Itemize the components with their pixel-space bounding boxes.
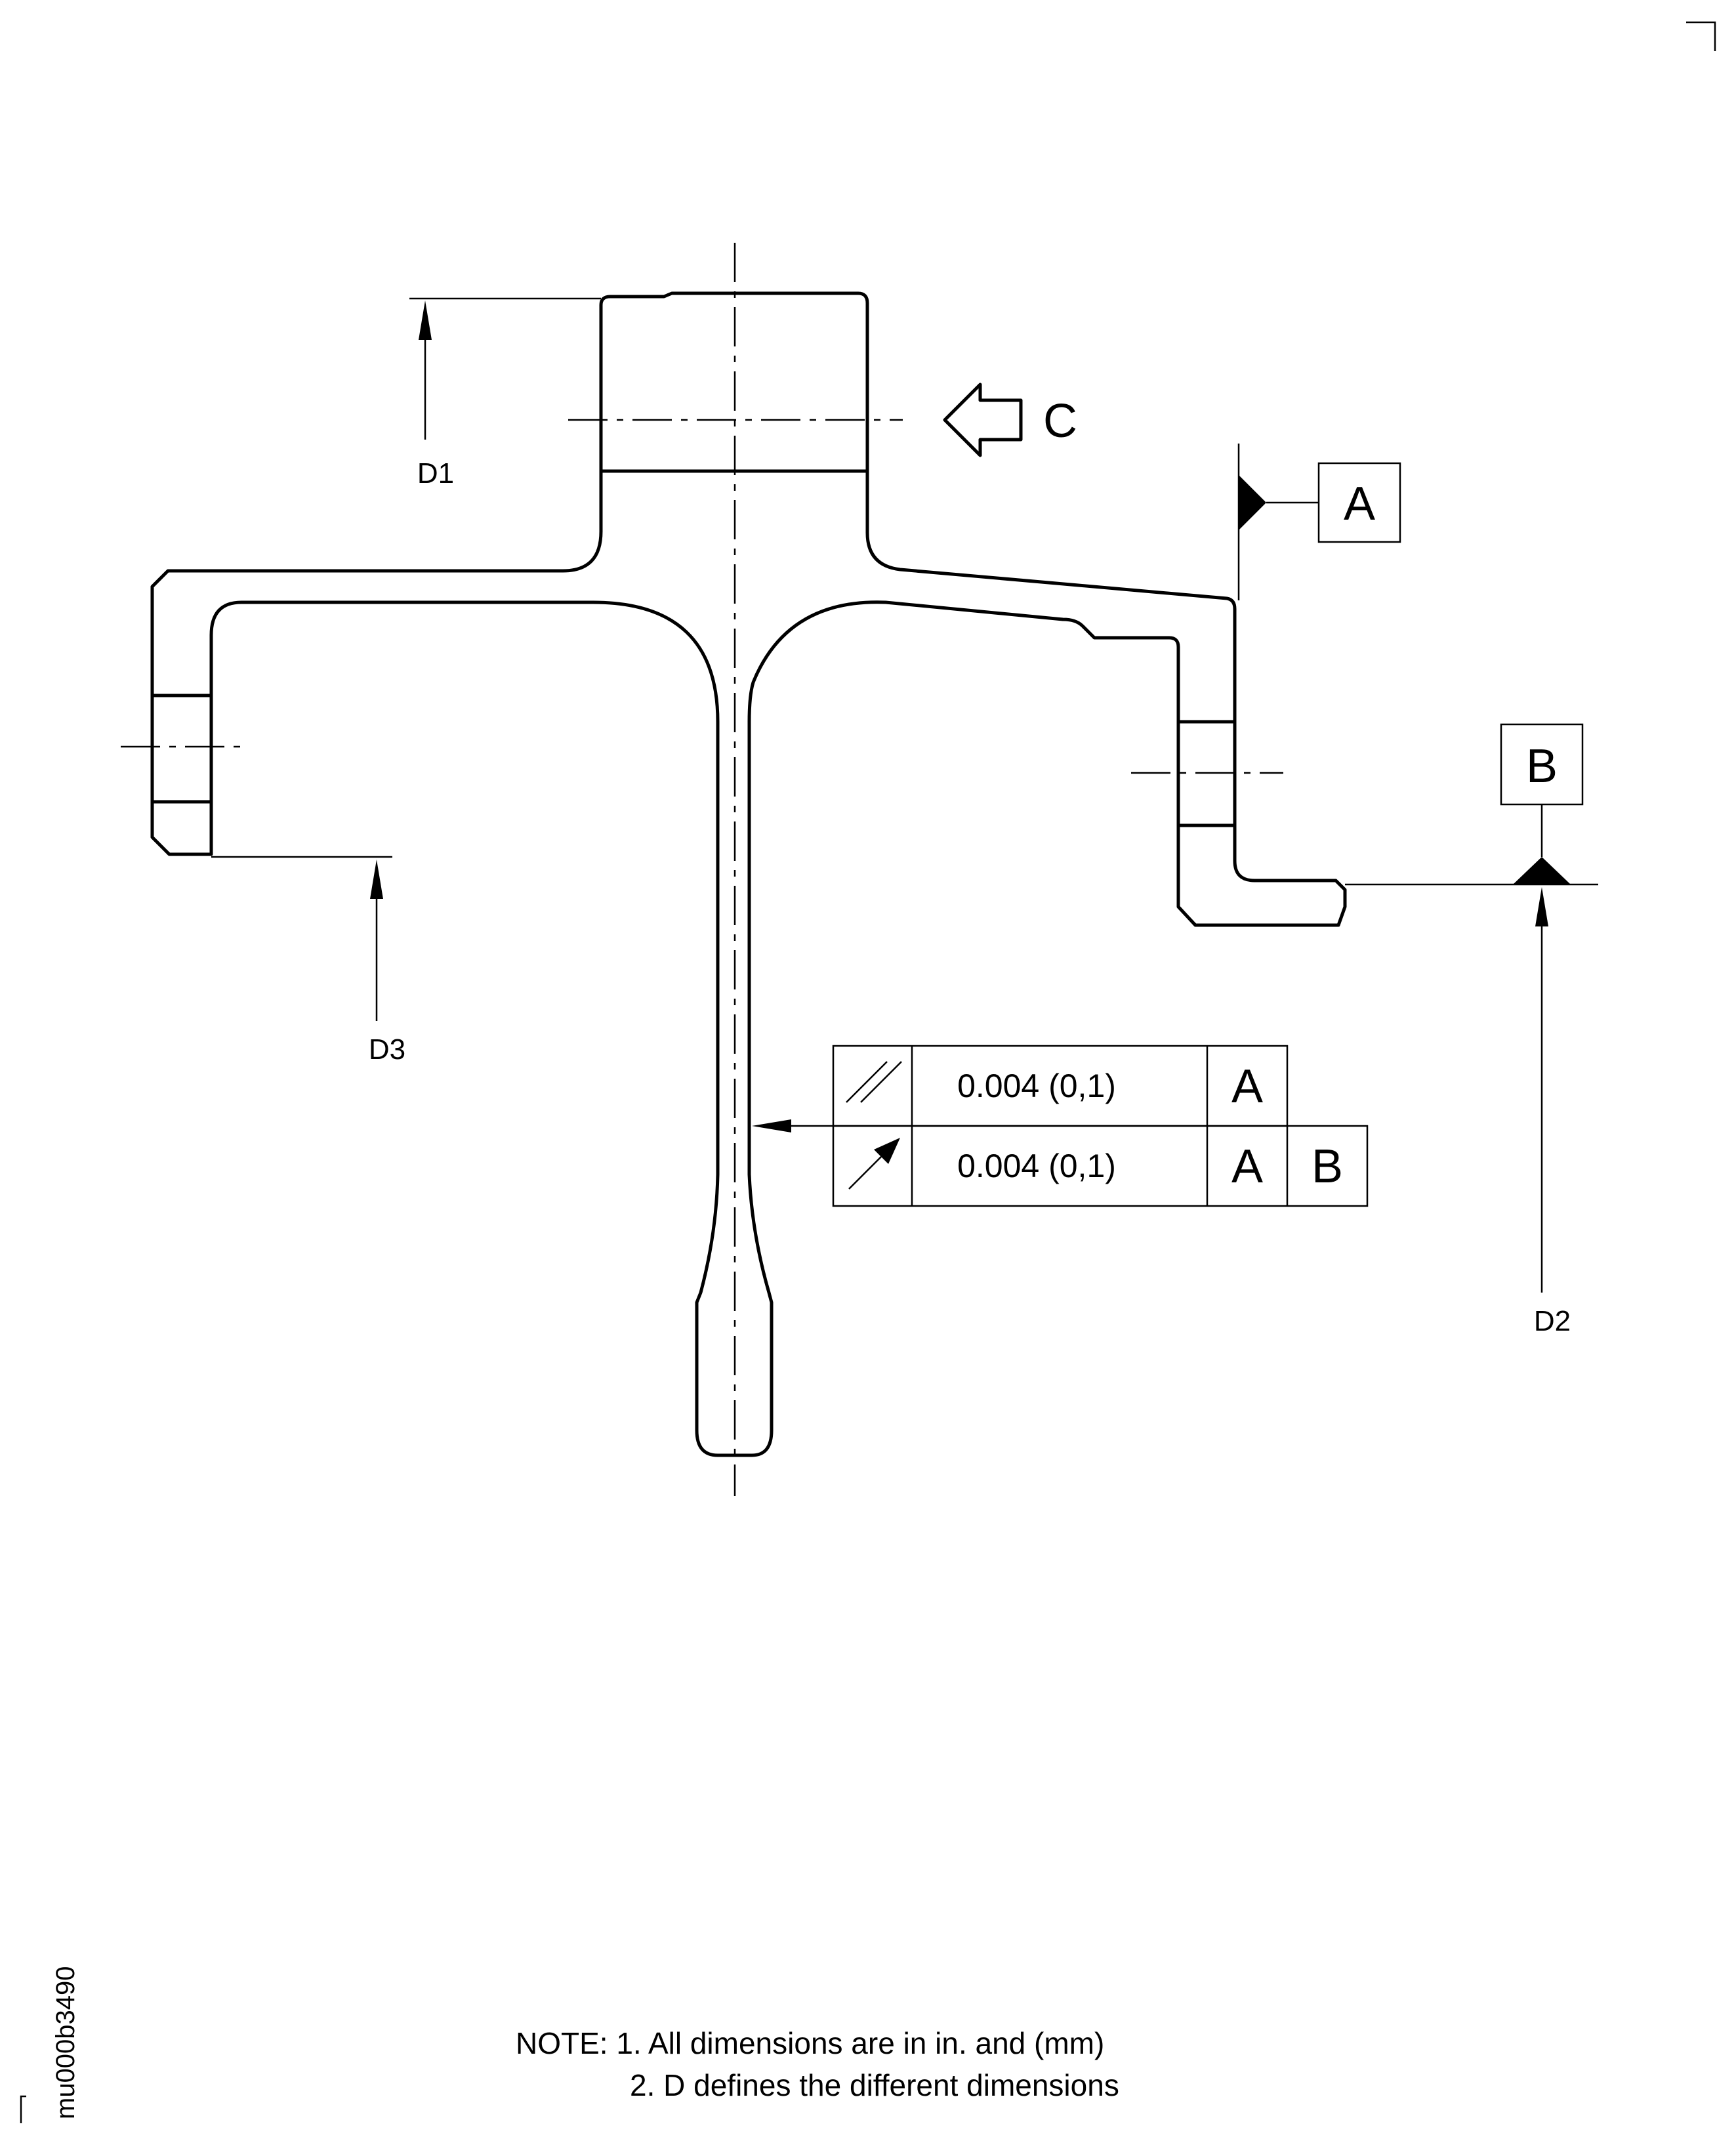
fcf-row-2-frame (832, 1125, 1369, 1207)
figure-id: mu000b3490 (51, 1966, 80, 2119)
d2-label: D2 (1534, 1305, 1571, 1337)
datum-b-label: B (1526, 740, 1558, 793)
d3-arrowhead (370, 860, 383, 899)
view-c-label: C (1043, 395, 1077, 447)
d1-arrowhead (419, 301, 432, 340)
d1-label: D1 (417, 457, 454, 489)
part-outline (150, 291, 1347, 1457)
notes: NOTE: 1. All dimensions are in in. and (… (516, 2022, 1119, 2106)
fcf-row-1-tolerance: 0.004 (0,1) (957, 1068, 1116, 1104)
fcf-row-2-tolerance: 0.004 (0,1) (957, 1148, 1116, 1184)
datum-a-triangle (1239, 475, 1266, 530)
d2-arrowhead (1535, 887, 1548, 926)
note-line-2: 2. D defines the different dimensions (630, 2068, 1119, 2102)
runout-icon (874, 1138, 900, 1164)
fcf-row-2-ref-a: A (1231, 1140, 1263, 1193)
datum-a-frame (1317, 462, 1401, 543)
fcf-leader-arrowhead (752, 1119, 791, 1132)
fcf-row-2-ref-b: B (1312, 1140, 1343, 1193)
datum-b-triangle (1513, 857, 1571, 884)
corner-mark-bottom-left (20, 2095, 26, 2123)
d3-label: D3 (369, 1033, 405, 1066)
parallelism-icon (846, 1061, 902, 1103)
datum-a-label: A (1344, 478, 1375, 530)
view-arrow-icon (943, 383, 1023, 457)
corner-mark-top-right (1686, 21, 1716, 51)
fcf-row-1-ref-a: A (1231, 1060, 1263, 1113)
note-line-1: NOTE: 1. All dimensions are in in. and (… (516, 2026, 1105, 2060)
